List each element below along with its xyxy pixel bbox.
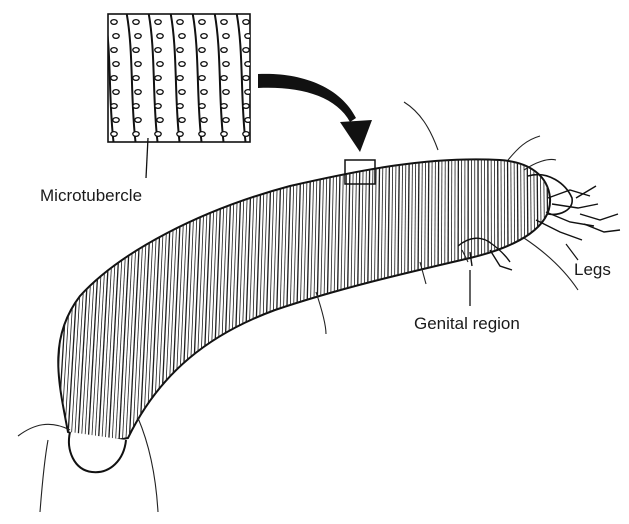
microtubercle-dot (243, 48, 249, 53)
microtubercle-dot (221, 48, 227, 53)
microtubercle-dot (135, 90, 141, 95)
annulation-line (488, 140, 489, 460)
microtubercle-dot (221, 132, 227, 137)
microtubercle-dot (179, 90, 185, 95)
microtubercle-dot (155, 132, 161, 137)
microtubercle-dot (111, 104, 117, 109)
microtubercle-dot (201, 118, 207, 123)
microtubercle-dot (223, 34, 229, 39)
microtubercle-dot (111, 132, 117, 137)
microtubercle-dot (111, 20, 117, 25)
microtubercle-dot (157, 90, 163, 95)
microtubercle-dot (201, 34, 207, 39)
microtubercle-dot (157, 34, 163, 39)
microtubercle-dot (223, 62, 229, 67)
microtubercle-dot (133, 48, 139, 53)
microtubercle-dot (155, 20, 161, 25)
microtubercle-dot (113, 62, 119, 67)
microtubercle-dot (243, 132, 249, 137)
microtubercle-dot (133, 132, 139, 137)
legs-leader (566, 244, 578, 260)
label-microtubercle: Microtubercle (40, 186, 142, 206)
annulation-line (553, 140, 557, 460)
microtubercle-dot (177, 132, 183, 137)
microtubercle-dot (243, 20, 249, 25)
microtubercle-dot (133, 76, 139, 81)
microtubercle-dot (135, 34, 141, 39)
microtubercle-dot (179, 118, 185, 123)
annulation-line (458, 140, 459, 460)
microtubercle-dot (157, 62, 163, 67)
microtubercle-dot (243, 76, 249, 81)
microtubercle-dot (133, 20, 139, 25)
microtubercle-dot (177, 76, 183, 81)
microtubercle-dot (201, 90, 207, 95)
microtubercle-dot (135, 62, 141, 67)
microtubercle-dot (199, 76, 205, 81)
microtubercle-dot (177, 48, 183, 53)
microtubercle-dot (113, 34, 119, 39)
microtubercle-dot (177, 20, 183, 25)
pointer-arrowhead (340, 120, 372, 152)
microtubercle-dot (223, 90, 229, 95)
microtubercle-dot (177, 104, 183, 109)
microtubercle-dot (199, 20, 205, 25)
microtubercle-dot (221, 104, 227, 109)
microtubercle-dot (157, 118, 163, 123)
microtubercle-dot (133, 104, 139, 109)
microtubercle-dot (155, 104, 161, 109)
microtubercle-dot (113, 118, 119, 123)
microtubercle-dot (199, 48, 205, 53)
microtubercle-dot (179, 34, 185, 39)
microtubercle-dot (135, 118, 141, 123)
microtubercle-dot (111, 48, 117, 53)
microtubercle-dot (223, 118, 229, 123)
microtubercle-dot (155, 76, 161, 81)
microtubercle-dot (243, 104, 249, 109)
microtubercle-leader (146, 138, 148, 178)
microtubercle-dot (221, 20, 227, 25)
microtubercle-dot (113, 90, 119, 95)
microtubercle-dot (221, 76, 227, 81)
annulation-line (550, 140, 554, 460)
microtubercle-dot (199, 132, 205, 137)
label-genital-region: Genital region (414, 314, 520, 334)
microtubercle-dot (199, 104, 205, 109)
microtubercle-dot (179, 62, 185, 67)
microtubercle-dot (155, 48, 161, 53)
microtubercle-dot (201, 62, 207, 67)
label-legs: Legs (574, 260, 611, 280)
microtubercle-dot (111, 76, 117, 81)
pointer-arrow (258, 74, 356, 122)
